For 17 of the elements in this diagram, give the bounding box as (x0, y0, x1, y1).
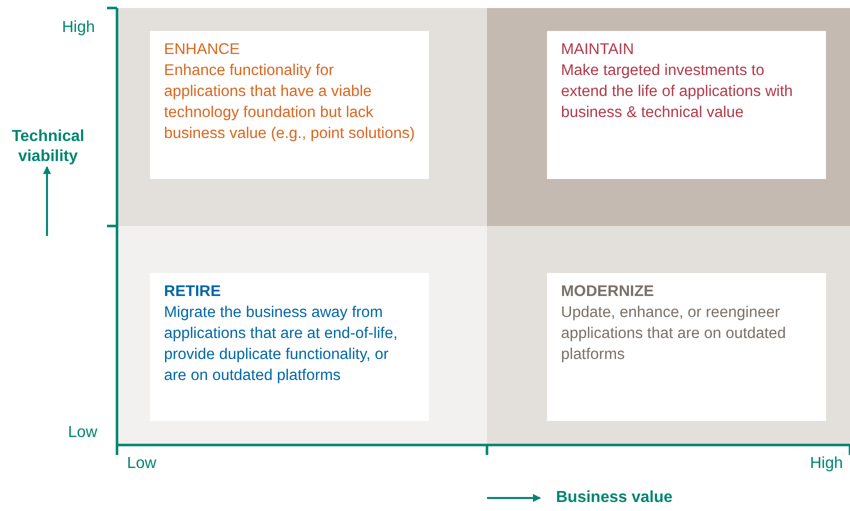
axis-title: Technical viability (10, 127, 86, 167)
quadrant-description: Migrate the business away from applications that are at end-of-life, provide duplicate functionality, or are on outdated platforms (164, 303, 398, 386)
quadrant-card (547, 273, 826, 421)
quadrant-heading: MODERNIZE (561, 282, 655, 302)
quadrant-heading: RETIRE (164, 282, 222, 302)
quadrant-card (150, 31, 429, 179)
quadrant-card (547, 31, 826, 179)
quadrant-heading: ENHANCE (164, 40, 241, 60)
quadrant-description: Update, enhance, or reengineer applications that are on outdated platforms (561, 303, 787, 365)
axis-label: Low (68, 423, 98, 443)
axis-label: High (810, 454, 843, 474)
quadrant-heading: MAINTAIN (561, 40, 635, 60)
quadrant-description: Make targeted investments to extend the life of applications with business & technical value (561, 61, 794, 123)
axis-title: Business value (556, 488, 672, 508)
axis-label: High (62, 18, 95, 38)
axis-label: Low (127, 454, 156, 474)
quadrant-description: Enhance functionality for applications that have a viable technology foundation but lack business value (e.g., point solutions) (164, 61, 415, 144)
